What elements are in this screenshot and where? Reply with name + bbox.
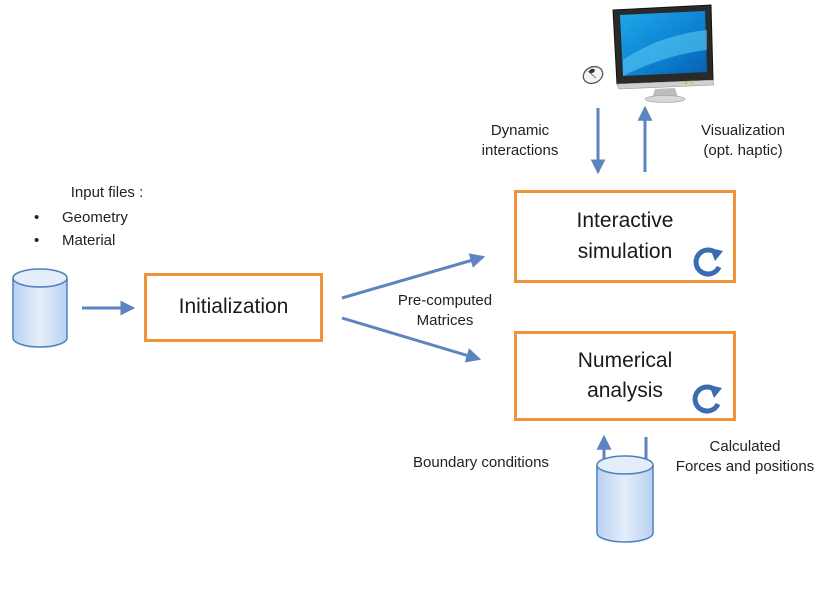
precomputed-matrices-label: Pre-computed Matrices (397, 292, 493, 330)
initialization-box: Initialization (144, 273, 323, 342)
numerical-analysis-label: Numerical analysis (577, 348, 673, 402)
interactive-simulation-box: Interactive simulation (514, 190, 736, 283)
database-icon (12, 268, 68, 348)
input-files-list: • Geometry • Material (30, 206, 128, 253)
visualization-label: Visualization (opt. haptic) (701, 122, 785, 160)
initialization-label: Initialization (178, 295, 289, 319)
calculated-forces-label: Calculated Forces and positions (675, 438, 815, 476)
bullet-icon: • (34, 232, 40, 250)
input-file-item: • Material (30, 229, 128, 252)
database-icon (596, 455, 654, 543)
dynamic-interactions-label: Dynamic interactions (481, 122, 559, 160)
bullet-icon: • (34, 209, 40, 226)
boundary-conditions-label: Boundary conditions (413, 454, 549, 471)
numerical-analysis-box: Numerical analysis (514, 331, 736, 421)
input-files-heading: Input files : (70, 184, 144, 201)
interactive-simulation-label: Interactive simulation (576, 209, 674, 263)
refresh-icon (692, 384, 722, 414)
input-file-geometry: Geometry (62, 209, 128, 226)
input-file-item: • Geometry (30, 206, 128, 229)
refresh-icon (693, 247, 723, 277)
input-file-material: Material (62, 232, 116, 250)
monitor-icon (612, 4, 715, 103)
arrow-init-to-numerical (341, 316, 482, 363)
arrow-init-to-interactive (341, 253, 486, 300)
mouse-icon (582, 65, 604, 85)
